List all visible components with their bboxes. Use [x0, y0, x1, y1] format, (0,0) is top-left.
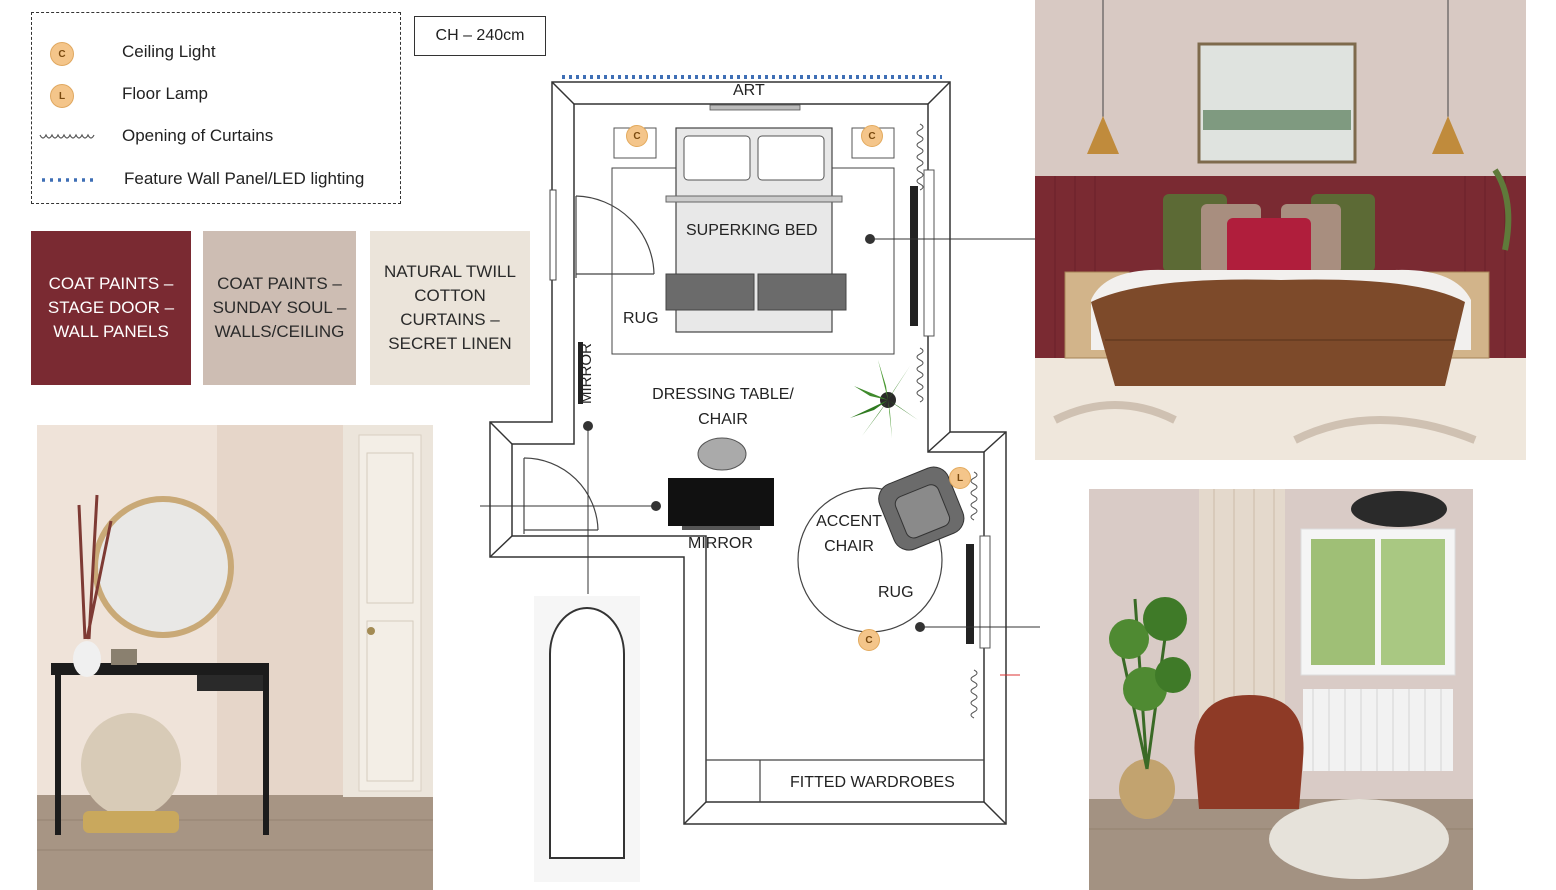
legend-label: Floor Lamp: [122, 84, 208, 103]
ceiling-light-icon: C: [626, 125, 648, 147]
art-piece: [709, 104, 801, 111]
art-label: ART: [733, 82, 765, 99]
curtain-wave-top: [916, 123, 924, 191]
door-bedroom: [575, 195, 655, 278]
ceiling-light-icon: C: [858, 629, 880, 651]
legend-label: Opening of Curtains: [122, 126, 274, 145]
floor-plan: [480, 75, 1040, 825]
curtain-wave-mid: [916, 347, 924, 403]
curtain-wave-bottom: [970, 669, 978, 719]
radiator-lower: [966, 544, 974, 644]
legend-box: C Ceiling Light L Floor Lamp Opening of …: [31, 12, 401, 204]
mirror-vertical: [578, 342, 583, 404]
ceiling-light-icon: C: [50, 42, 74, 66]
swatch-curtains: NATURAL TWILL COTTON CURTAINS – SECRET L…: [370, 231, 530, 385]
legend-label: Feature Wall Panel/LED lighting: [124, 169, 365, 188]
curtain-wave-lower: [970, 471, 978, 521]
accent-chair-label: ACCENT CHAIR: [816, 513, 882, 555]
radiator-right: [910, 186, 918, 326]
dressing-stool: [697, 437, 747, 471]
legend-label: Ceiling Light: [122, 42, 216, 61]
wardrobes-label: FITTED WARDROBES: [790, 774, 955, 791]
accent-chair: [878, 466, 965, 551]
dressing-table-edge: [682, 526, 760, 530]
legend-item-ceiling-light: C: [32, 39, 92, 69]
dressing-area-image: [37, 425, 433, 890]
floor-lamp-icon: L: [50, 84, 74, 108]
swatch-walls-ceiling: COAT PAINTS – SUNDAY SOUL – WALLS/CEILIN…: [203, 231, 356, 385]
mirror-label-vertical: MIRROR: [578, 343, 595, 404]
ceiling-height-box: CH – 240cm: [414, 16, 546, 56]
window-left: [549, 189, 557, 281]
floor-lamp-icon: L: [949, 467, 971, 489]
accent-corner-image: [1089, 489, 1473, 890]
legend-item-floor-lamp: L: [32, 81, 92, 111]
rug-label-bed: RUG: [623, 310, 659, 327]
dressing-table: [668, 478, 774, 526]
window-right: [923, 169, 935, 337]
bed-label: SUPERKING BED: [686, 222, 818, 239]
window-lower: [979, 535, 991, 649]
rug-label-accent: RUG: [878, 584, 914, 601]
dressing-table-label: DRESSING TABLE/ CHAIR: [652, 386, 794, 428]
plant-icon: [850, 360, 918, 438]
mirror-label-bottom: MIRROR: [688, 535, 753, 552]
swatch-wall-panels: COAT PAINTS – STAGE DOOR – WALL PANELS: [31, 231, 191, 385]
floor-mirror-image: [534, 596, 640, 882]
door-dressing: [523, 457, 599, 534]
ceiling-light-icon: C: [861, 125, 883, 147]
led-dotted-line-icon: [42, 178, 98, 182]
curtain-wave-icon: [39, 133, 95, 139]
bedroom-image: [1035, 0, 1526, 460]
superking-bed: [665, 127, 847, 333]
